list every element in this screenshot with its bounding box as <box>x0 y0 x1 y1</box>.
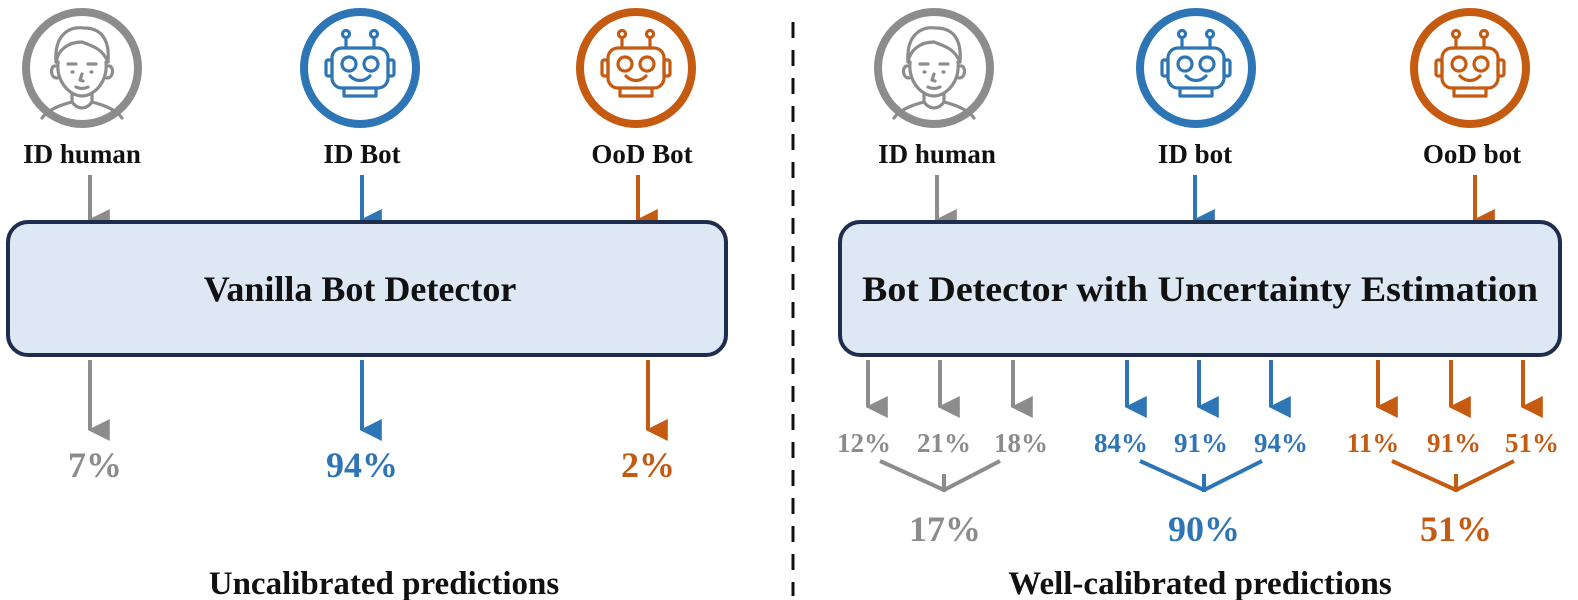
input-label-id-bot: ID Bot <box>323 139 400 169</box>
output-value-id-bot: 94% <box>326 445 398 485</box>
robot-face-icon <box>580 12 692 124</box>
sample-value: 84% <box>1094 428 1148 458</box>
person-face-icon <box>878 12 990 124</box>
detector-title: Vanilla Bot Detector <box>204 269 517 309</box>
sample-value: 94% <box>1254 428 1308 458</box>
mean-value: 51% <box>1420 509 1492 549</box>
input-label-ood-bot: OoD Bot <box>591 139 692 169</box>
input-label-ood-bot: OoD bot <box>1423 139 1521 169</box>
right-caption: Well-calibrated predictions <box>1008 566 1392 600</box>
detector-title: Bot Detector with Uncertainty Estimation <box>862 269 1538 309</box>
robot-face-icon <box>1414 12 1526 124</box>
right-panel: ID human ID bot OoD bot Bot Detector wit… <box>837 12 1562 600</box>
aggregate-bracket <box>1139 459 1263 493</box>
sample-value: 12% <box>837 428 891 458</box>
sample-value: 11% <box>1347 428 1400 458</box>
aggregate-bracket <box>1391 459 1515 493</box>
output-value-ood-bot: 2% <box>621 445 675 485</box>
left-caption: Uncalibrated predictions <box>209 566 560 600</box>
mean-value: 17% <box>909 509 981 549</box>
sample-value: 21% <box>917 428 971 458</box>
sample-value: 91% <box>1427 428 1481 458</box>
detector-box <box>838 220 1562 357</box>
output-value-human: 7% <box>68 445 122 485</box>
mean-value: 90% <box>1168 509 1240 549</box>
input-label-id-human: ID human <box>23 139 141 169</box>
sample-value: 51% <box>1505 428 1559 458</box>
input-label-id-human: ID human <box>878 139 996 169</box>
person-face-icon <box>26 12 138 124</box>
sample-value: 91% <box>1174 428 1228 458</box>
input-label-id-bot: ID bot <box>1158 139 1232 169</box>
robot-face-icon <box>304 12 416 124</box>
sample-value: 18% <box>994 428 1048 458</box>
left-panel: ID human ID Bot OoD Bot Vanilla Bot Dete… <box>6 12 728 600</box>
detector-box <box>6 220 728 357</box>
aggregate-bracket <box>879 459 1001 493</box>
robot-face-icon <box>1140 12 1252 124</box>
